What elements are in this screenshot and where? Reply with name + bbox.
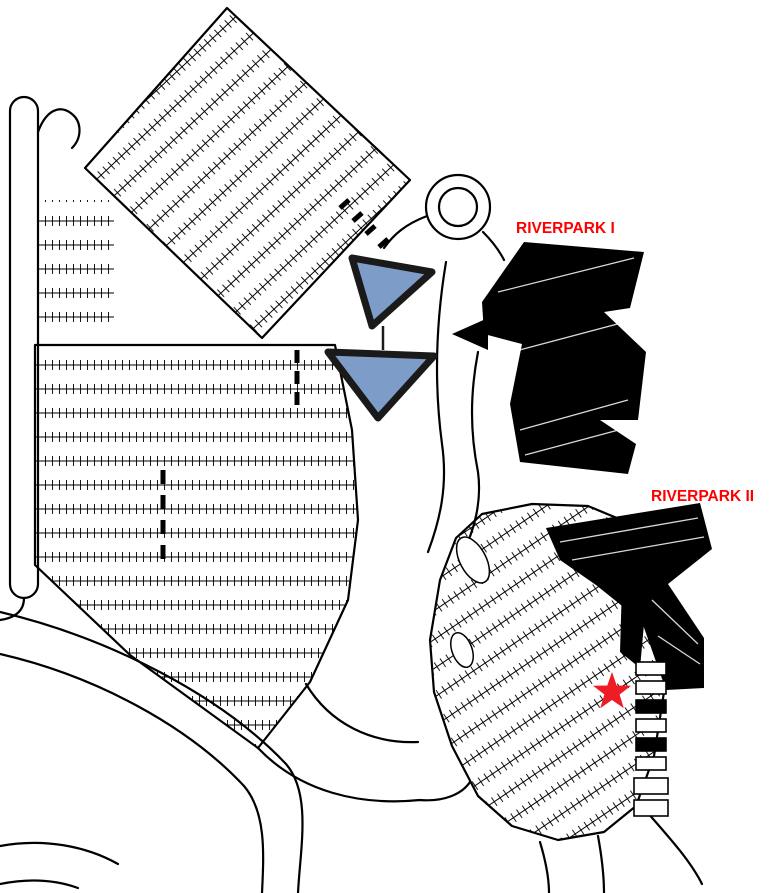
car-dash bbox=[364, 224, 377, 236]
label-riverpark-2: RIVERPARK II bbox=[651, 488, 754, 505]
garage-strip-unit bbox=[635, 661, 667, 676]
building-riverpark-1-roofline bbox=[524, 427, 627, 456]
building-riverpark-1-roofline bbox=[519, 399, 629, 431]
bottom-right-road-1 bbox=[538, 840, 551, 893]
car-dash bbox=[377, 237, 390, 249]
ponds bbox=[324, 254, 438, 422]
west-loop-road-tail bbox=[0, 596, 26, 622]
building-riverpark-1-footprint bbox=[482, 242, 646, 474]
building-riverpark-2-car-row bbox=[620, 585, 646, 668]
bottom-left-road-arc-1 bbox=[0, 841, 120, 866]
building-riverpark-2-roofline bbox=[571, 536, 705, 561]
central-corridor-west-edge bbox=[426, 260, 448, 554]
garage-strip-unit bbox=[635, 680, 667, 695]
bottom-left-road-arc-2 bbox=[0, 879, 80, 890]
parked-car-marks bbox=[160, 198, 390, 559]
parking-lot-west-strip bbox=[38, 200, 114, 336]
garage-strip-unit-large bbox=[633, 777, 669, 795]
building-riverpark-2-roofline bbox=[559, 517, 699, 543]
parking-island bbox=[450, 631, 474, 669]
pond-upper bbox=[348, 254, 436, 330]
garage-strip-unit bbox=[635, 699, 667, 714]
bottom-right-road-2 bbox=[596, 834, 606, 893]
roundabout-inner bbox=[437, 186, 479, 228]
car-dash bbox=[351, 211, 364, 223]
garage-strip-unit bbox=[635, 756, 667, 771]
label-riverpark-1: RIVERPARK I bbox=[516, 220, 615, 237]
parking-island bbox=[455, 536, 491, 584]
car-dash bbox=[338, 198, 351, 210]
garage-strip-unit-large bbox=[633, 799, 669, 817]
south-connector-road-lower bbox=[256, 746, 472, 803]
garage-strip-unit bbox=[635, 718, 667, 733]
roundabout-connector-west bbox=[382, 214, 429, 250]
garage-strip bbox=[633, 661, 669, 817]
roundabout-connector-east bbox=[481, 230, 506, 262]
building-entrance-arrow bbox=[452, 318, 488, 350]
building-riverpark-2-roofline bbox=[651, 599, 699, 645]
building-riverpark-1-roofline bbox=[497, 257, 635, 293]
south-connector-road-upper bbox=[304, 682, 420, 744]
building-riverpark-1-roofline bbox=[511, 317, 641, 353]
building-riverpark-1 bbox=[452, 242, 646, 474]
west-loop-road bbox=[8, 95, 40, 600]
southwest-road-inner bbox=[0, 652, 265, 893]
parking-lot-northwest bbox=[83, 6, 412, 340]
roundabout-outer bbox=[424, 173, 492, 241]
building-riverpark-2-roofline bbox=[657, 635, 701, 665]
building-riverpark-2 bbox=[546, 503, 712, 690]
pond-lower bbox=[324, 348, 438, 422]
northwest-road-hook bbox=[36, 108, 81, 150]
parking-lot-central bbox=[33, 343, 360, 750]
location-star-icon bbox=[593, 672, 631, 709]
garage-strip-unit bbox=[635, 737, 667, 752]
